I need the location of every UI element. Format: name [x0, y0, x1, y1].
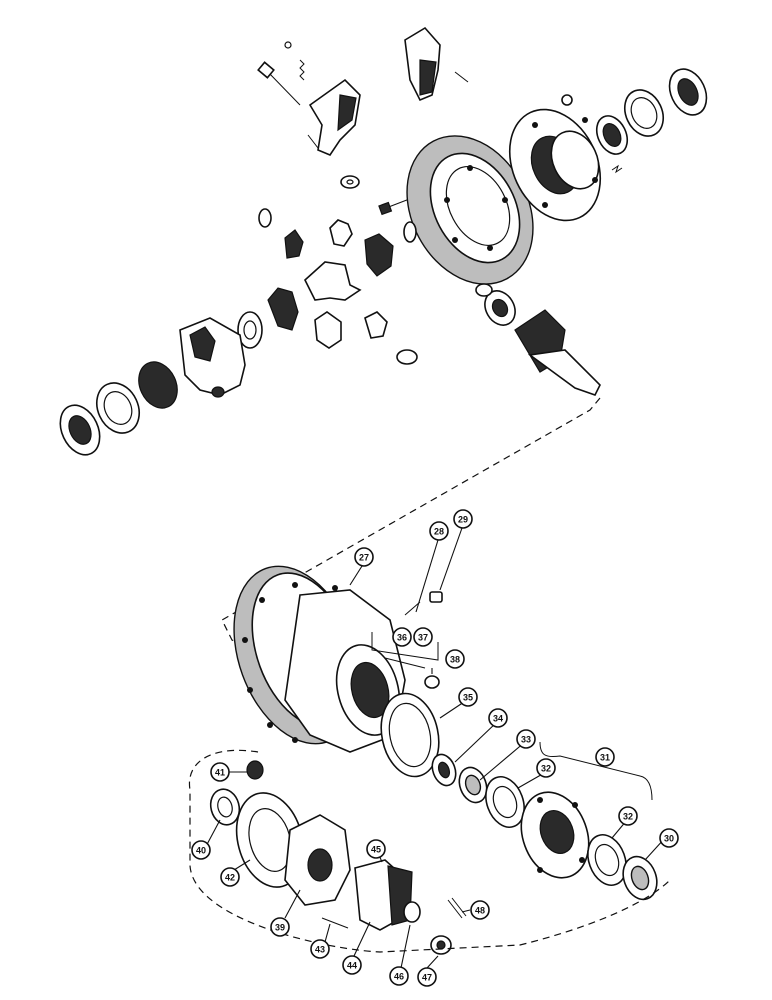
callout-43: 43	[310, 939, 330, 959]
callout-46: 46	[389, 966, 409, 986]
callout-29: 29	[453, 509, 473, 529]
callout-33: 33	[516, 729, 536, 749]
carrier-case-right	[508, 94, 602, 222]
svg-text:28: 28	[434, 527, 444, 537]
callout-28: 28	[429, 521, 449, 541]
callout-32b: 32	[618, 806, 638, 826]
svg-text:46: 46	[394, 972, 404, 982]
svg-text:36: 36	[397, 633, 407, 643]
bearing-top-right	[595, 68, 708, 174]
svg-text:30: 30	[664, 834, 674, 844]
callout-45: 45	[366, 839, 386, 859]
thrust-washer	[258, 208, 272, 228]
svg-text:34: 34	[493, 714, 503, 724]
svg-text:31: 31	[600, 753, 610, 763]
bolt-36-37	[371, 632, 439, 669]
bearing-left	[59, 361, 178, 456]
svg-text:29: 29	[458, 515, 468, 525]
svg-text:27: 27	[359, 553, 369, 563]
callout-35: 35	[458, 687, 478, 707]
spring-plug	[246, 760, 264, 780]
callouts: 27 28 29 30 31 32 32 33 34 35 36 37 38 3…	[191, 509, 679, 987]
drive-pinion	[475, 283, 601, 396]
callout-32a: 32	[536, 758, 556, 778]
callout-37: 37	[413, 627, 433, 647]
carrier-case-left	[179, 317, 246, 398]
callout-34: 34	[488, 708, 508, 728]
plug	[424, 675, 440, 689]
svg-text:43: 43	[315, 945, 325, 955]
svg-text:32: 32	[541, 764, 551, 774]
yoke-bracket	[308, 26, 441, 156]
bolt-and-spring	[257, 41, 469, 149]
stud-and-nut	[404, 591, 443, 616]
callout-47: 47	[417, 967, 437, 987]
cotter-pin	[447, 897, 467, 919]
callout-41: 41	[210, 762, 230, 782]
differential-gears	[237, 219, 418, 365]
svg-text:48: 48	[475, 906, 485, 916]
callout-27: 27	[354, 547, 374, 567]
ring-gear	[406, 135, 534, 285]
callout-39: 39	[270, 917, 290, 937]
callout-40: 40	[191, 840, 211, 860]
svg-text:47: 47	[422, 973, 432, 983]
callout-38: 38	[445, 649, 465, 669]
callout-42: 42	[220, 867, 240, 887]
gasket	[380, 692, 440, 778]
svg-text:32: 32	[623, 812, 633, 822]
washer-46	[403, 901, 421, 923]
bearing-retainer	[520, 791, 590, 879]
housing	[233, 565, 406, 753]
svg-text:45: 45	[371, 845, 381, 855]
svg-text:38: 38	[450, 655, 460, 665]
upper-assembly	[59, 26, 708, 456]
svg-text:39: 39	[275, 923, 285, 933]
bolt-43	[321, 917, 349, 929]
svg-text:41: 41	[215, 768, 225, 778]
callout-36: 36	[392, 627, 412, 647]
companion-flange	[354, 859, 413, 931]
svg-text:40: 40	[196, 846, 206, 856]
svg-text:33: 33	[521, 735, 531, 745]
callout-44: 44	[342, 955, 362, 975]
cover	[284, 814, 351, 906]
callout-48: 48	[470, 900, 490, 920]
gasket-42	[235, 792, 305, 888]
svg-text:35: 35	[463, 693, 473, 703]
lower-assembly	[188, 565, 671, 955]
svg-text:44: 44	[347, 961, 357, 971]
connector-dash-lower	[188, 749, 671, 953]
callout-30: 30	[659, 828, 679, 848]
svg-text:42: 42	[225, 873, 235, 883]
group-bracket-31	[539, 741, 653, 801]
callout-31: 31	[595, 747, 615, 767]
svg-text:37: 37	[418, 633, 428, 643]
